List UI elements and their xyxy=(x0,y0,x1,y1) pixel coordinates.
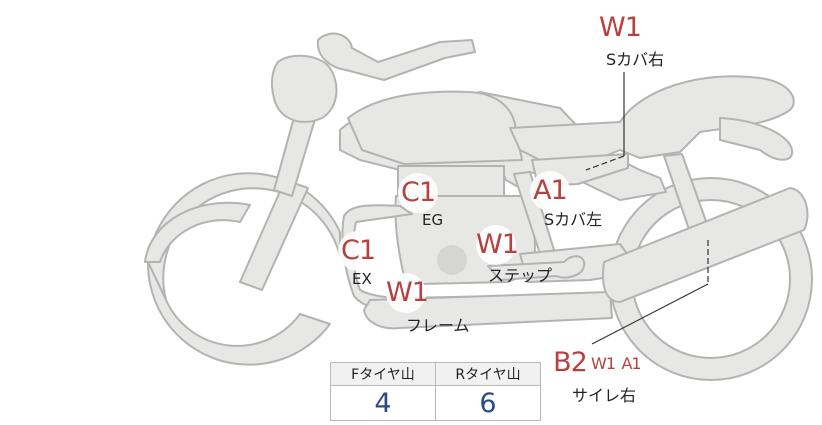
rear-tire-header: Rタイヤ山 xyxy=(435,362,541,386)
front-tire-value: 4 xyxy=(330,385,436,421)
tire-tread-table: Fタイヤ山 Rタイヤ山 4 6 xyxy=(330,362,541,421)
damage-label-exhaust: EX xyxy=(352,270,372,288)
rear-tire-value: 6 xyxy=(435,385,541,421)
damage-label-engine: EG xyxy=(422,211,444,229)
step xyxy=(487,255,586,281)
damage-code-w1-frame: W1 xyxy=(386,273,429,313)
damage-label-silencer-right: サイレ右 xyxy=(572,386,637,405)
damage-code-w1-step: W1 xyxy=(476,225,519,265)
damage-code-a1-side-cover-left: A1 xyxy=(530,171,570,211)
front-tire-header: Fタイヤ山 xyxy=(330,362,436,386)
headlight xyxy=(270,54,338,123)
damage-code-c1-exhaust: C1 xyxy=(338,231,378,271)
damage-code-b2-silencer-right: B2 xyxy=(550,343,590,383)
damage-code-w1-side-cover-right: W1 xyxy=(599,8,642,48)
front-fender xyxy=(144,201,251,263)
front-wheel xyxy=(146,172,341,366)
damage-label-side-cover-right: Sカバ右 xyxy=(606,50,665,69)
damage-code-a1-silencer-right: A1 xyxy=(618,351,644,377)
damage-label-frame: フレーム xyxy=(406,316,470,335)
handlebar xyxy=(316,32,476,81)
damage-label-step: ステップ xyxy=(488,266,553,285)
silencer xyxy=(602,187,809,303)
damage-code-c1-engine: C1 xyxy=(398,173,438,213)
seat xyxy=(509,75,795,161)
fuel-tank xyxy=(347,90,523,165)
front-fork xyxy=(239,179,309,291)
damage-code-w1-silencer-right: W1 xyxy=(590,351,616,377)
damage-label-side-cover-left: Sカバ左 xyxy=(544,210,603,229)
rear-fender xyxy=(719,117,794,161)
